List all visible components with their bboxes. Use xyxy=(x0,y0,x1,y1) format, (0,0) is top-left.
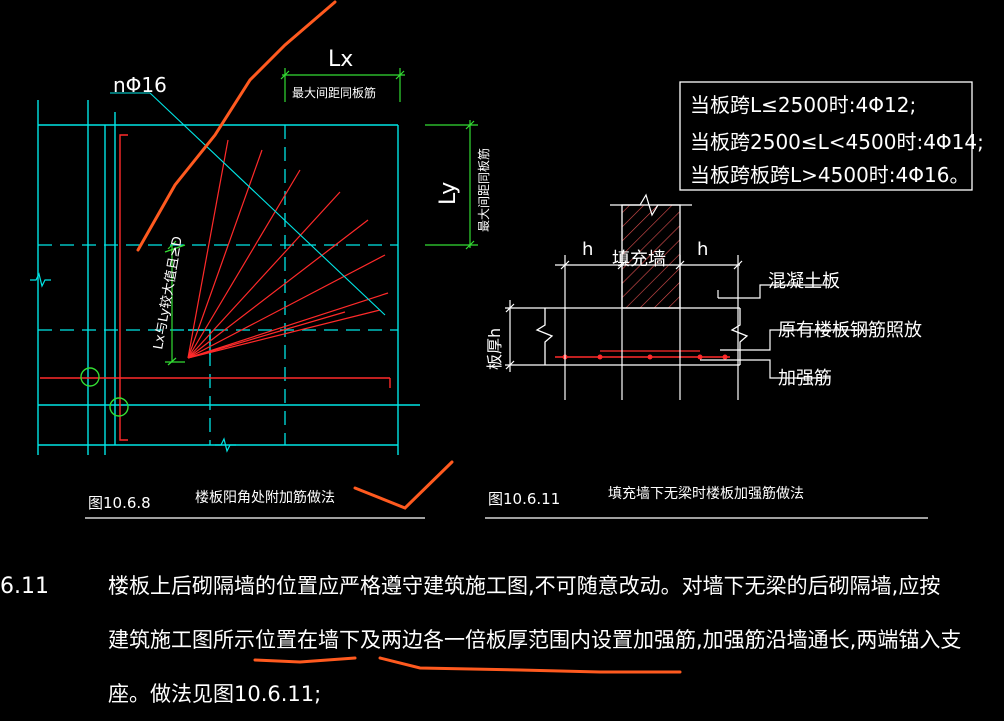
h-dimension xyxy=(555,255,743,400)
label-original-rebar: 原有楼板钢筋照放 xyxy=(778,320,922,341)
annotation-stroke-diagonal xyxy=(136,0,337,252)
caption-number-left: 图10.6.8 xyxy=(88,494,151,512)
rule-line-3: 当板跨板跨L>4500时:4Φ16。 xyxy=(690,163,969,187)
label-slab-thickness: 板厚h xyxy=(485,328,504,370)
rule-box xyxy=(679,81,973,191)
caption-title-left: 楼板阳角处附加筋做法 xyxy=(195,489,335,506)
label-n-phi: nΦ16 xyxy=(113,73,167,97)
label-lx-note: 最大间距同板筋 xyxy=(292,85,376,100)
label-fill-wall: 填充墙 xyxy=(612,249,666,270)
label-h-left: h xyxy=(582,239,593,260)
annotation-underline-1 xyxy=(253,656,357,664)
body-line-2: 建筑施工图所示位置在墙下及两边各一倍板厚范围内设置加强筋,加强筋沿墙通长,两端锚… xyxy=(108,628,962,652)
label-h-right: h xyxy=(697,239,708,260)
label-diagonal: Lx与Ly较大值且≥D xyxy=(150,235,186,351)
ly-dimension xyxy=(425,120,478,250)
caption-number-right: 图10.6.11 xyxy=(488,490,560,508)
label-added-rebar: 加强筋 xyxy=(778,368,832,389)
rebar-boundary xyxy=(40,134,391,441)
label-lx: Lx xyxy=(328,47,353,72)
label-concrete-slab: 混凝土板 xyxy=(768,271,840,292)
section-number: 6.11 xyxy=(0,574,49,599)
radial-rebars xyxy=(187,139,389,359)
rule-line-1: 当板跨L≤2500时:4Φ12; xyxy=(690,93,916,117)
break-mark-bottom xyxy=(215,437,236,453)
lx-dimension xyxy=(280,68,405,102)
rule-line-2: 当板跨2500≤L<4500时:4Φ14; xyxy=(690,130,984,154)
grid-circle-1 xyxy=(80,367,100,387)
callout-leaders xyxy=(700,284,870,379)
hand-annotations xyxy=(136,0,682,674)
annotation-checkmark xyxy=(353,460,454,510)
hidden-lines xyxy=(38,125,398,445)
label-ly: Ly xyxy=(436,182,461,205)
label-ly-note: 最大间距同板筋 xyxy=(476,148,491,232)
leader-n-phi xyxy=(110,92,386,316)
break-mark-left xyxy=(30,272,51,288)
figure-10-6-11: 当板跨L≤2500时:4Φ12; 当板跨2500≤L<4500时:4Φ14; 当… xyxy=(485,81,984,519)
reinforcement-bars xyxy=(555,350,730,360)
body-line-3: 座。做法见图10.6.11; xyxy=(108,682,322,706)
thickness-dimension xyxy=(505,300,545,372)
figure-10-6-8: nΦ16 Lx 最大间距同板筋 Ly 最大间距同板筋 Lx与Ly较大值且≥D 图… xyxy=(30,47,491,519)
slab-outline xyxy=(37,100,420,455)
grid-circle-2 xyxy=(109,397,129,417)
annotation-underline-2 xyxy=(378,656,682,674)
body-line-1: 楼板上后砌隔墙的位置应严格遵守建筑施工图,不可随意改动。对墙下无梁的后砌隔墙,应… xyxy=(108,574,941,598)
diagonal-dimension xyxy=(164,240,186,366)
wall-break-line xyxy=(610,193,692,217)
slab-section xyxy=(535,307,749,366)
caption-title-right: 填充墙下无梁时楼板加强筋做法 xyxy=(608,485,804,502)
